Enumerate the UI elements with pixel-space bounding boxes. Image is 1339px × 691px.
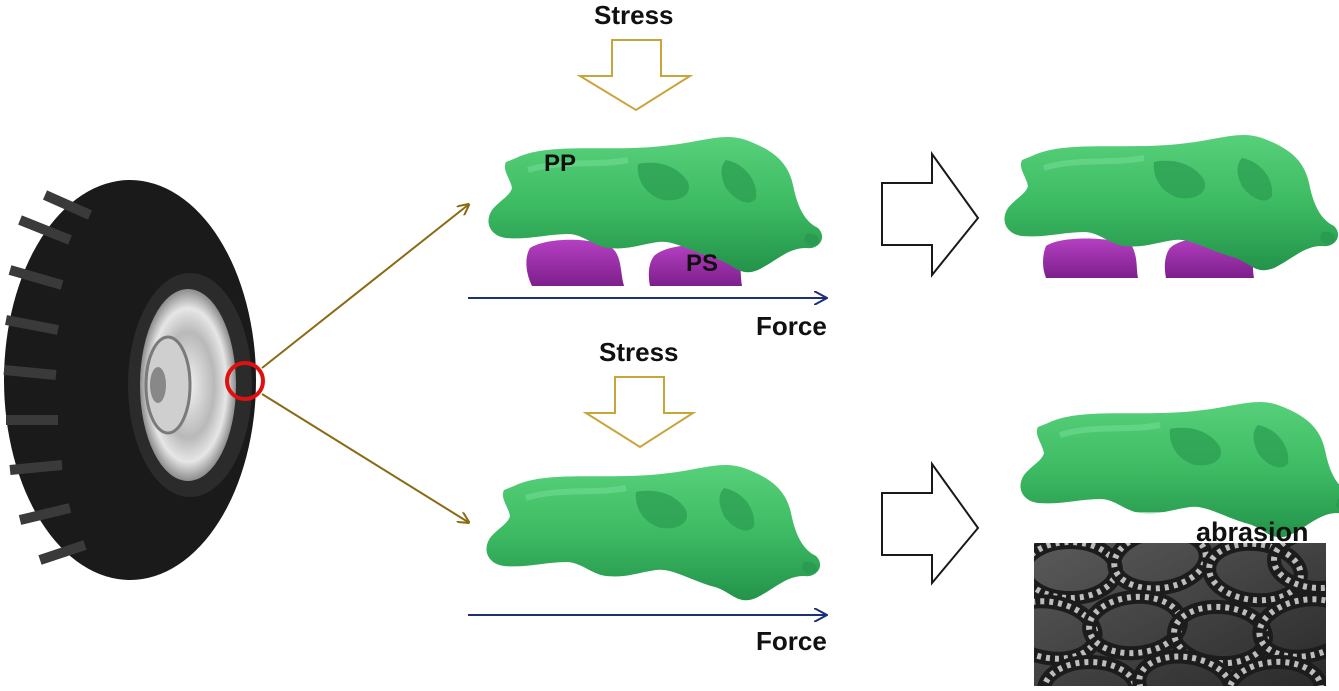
stress-arrow-top bbox=[576, 39, 694, 112]
pp-label: PP bbox=[544, 150, 577, 177]
tire-pile-image bbox=[1034, 543, 1326, 686]
pointer-arrow-bottom bbox=[261, 393, 468, 522]
stress-arrow-bottom bbox=[582, 376, 697, 449]
process-arrow-bottom bbox=[881, 460, 980, 586]
stress-label-top: Stress bbox=[594, 0, 674, 30]
force-label-top: Force bbox=[756, 311, 827, 341]
stress-label-bottom: Stress bbox=[599, 337, 679, 367]
highlight-circle bbox=[225, 361, 265, 401]
abrasion-label: abrasion bbox=[1196, 517, 1309, 547]
process-arrow-top bbox=[881, 150, 980, 278]
pp-matrix-bottom bbox=[486, 465, 820, 600]
ps-label: PS bbox=[686, 250, 719, 277]
tire-image bbox=[3, 180, 256, 580]
pointer-arrow-top bbox=[261, 205, 468, 369]
force-label-bottom: Force bbox=[756, 626, 827, 656]
